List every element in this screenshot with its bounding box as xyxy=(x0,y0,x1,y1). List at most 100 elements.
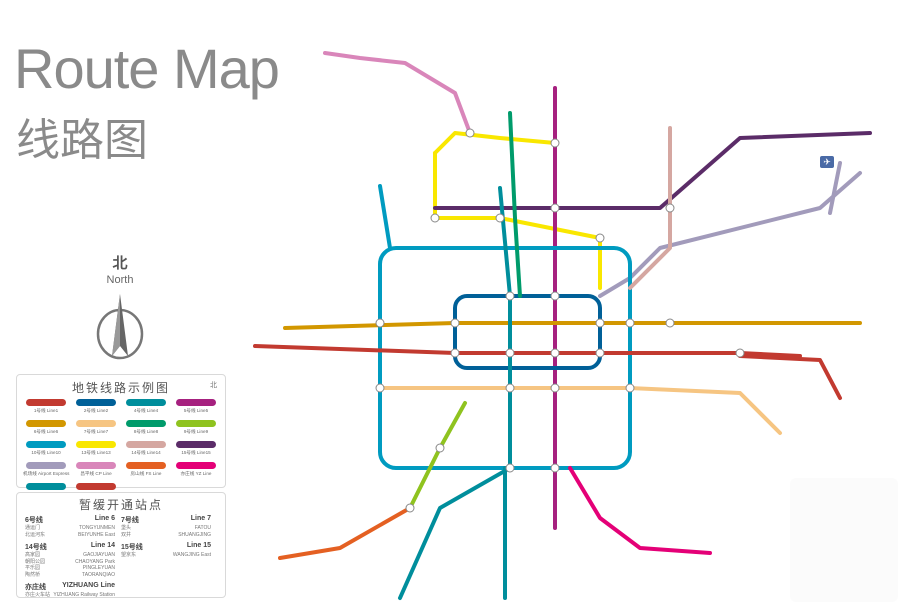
line-6-path xyxy=(283,321,862,330)
suspended-line-zh: 亦庄线 xyxy=(25,584,46,591)
legend-label: 房山线 FS Line xyxy=(130,471,162,476)
suspended-line-zh: 6号线 xyxy=(25,517,43,524)
north-indicator: 北 North xyxy=(92,252,148,362)
line-airport-path-b xyxy=(828,161,842,215)
suspended-stations-en: TONGYUNMEN BEIYUNHE East xyxy=(78,525,115,538)
station-transfer xyxy=(450,318,460,328)
legend-swatch xyxy=(76,483,116,490)
legend-swatch xyxy=(126,420,166,427)
north-label-zh: 北 xyxy=(112,255,128,272)
legend-label: 7号线 Line7 xyxy=(83,429,109,434)
station-transfer xyxy=(450,348,460,358)
airplane-icon: ✈ xyxy=(823,158,831,168)
legend-item: 14号线 Line14 xyxy=(123,441,169,456)
station-transfer xyxy=(550,348,560,358)
legend-label: 亦庄线 YZ Line xyxy=(180,471,212,476)
line-cp-path xyxy=(323,51,472,135)
line-9-path xyxy=(408,401,467,510)
page-title-zh: 线路图 xyxy=(16,115,148,166)
legend-label: 10号线 Line10 xyxy=(31,450,61,455)
compass-arrow-icon xyxy=(96,294,144,360)
suspended-line-en: Line 14 xyxy=(90,542,115,549)
legend-label: 机场线 Airport Express xyxy=(23,471,70,476)
blank-corner xyxy=(790,478,898,602)
legend-swatch xyxy=(126,441,166,448)
station-transfer xyxy=(505,463,515,473)
legend-label: 4号线 Line4 xyxy=(133,408,159,413)
legend-item: 10号线 Line10 xyxy=(23,441,69,456)
legend-label: 1号线 Line1 xyxy=(33,408,59,413)
line-2-loop xyxy=(453,294,602,370)
line-yz-path xyxy=(568,466,712,555)
suspended-stations-en: FATOU SHUANGJING xyxy=(178,525,211,538)
line-13-path-b xyxy=(433,131,557,155)
page-title-en: Route Map xyxy=(14,37,280,100)
suspended-line-en: YIZHUANG Line xyxy=(62,582,115,589)
suspended-line-zh: 15号线 xyxy=(121,544,143,551)
suspended-line-en: Line 7 xyxy=(190,515,211,522)
station-transfer xyxy=(375,318,385,328)
legend-swatch xyxy=(176,399,216,406)
suspended-stations-panel: 暂缓开通站点 6号线 Line 6 通运门 北运河东 TONGYUNMEN BEIYU… xyxy=(16,492,226,598)
suspended-line-en: Line 15 xyxy=(186,542,211,549)
station-transfer xyxy=(495,213,505,223)
line-7-path xyxy=(378,386,782,435)
station-transfer xyxy=(550,203,560,213)
legend-label: 8号线 Line8 xyxy=(133,429,159,434)
station-transfer xyxy=(435,443,445,453)
station-transfer xyxy=(595,348,605,358)
legend-item: 7号线 Line7 xyxy=(73,420,119,435)
north-label-en: North xyxy=(106,274,134,286)
suspended-stations-zh: 亦庄火车站 xyxy=(25,592,51,598)
station-transfer xyxy=(625,383,635,393)
line-1-path xyxy=(253,344,802,358)
suspended-stations-en: GAOJIAYUAN CHAOYANG Park PINGLEYUAN TAOR… xyxy=(75,552,115,578)
legend-item: 4号线 Line4 xyxy=(123,399,169,414)
legend-item: 亦庄线 YZ Line xyxy=(173,462,219,477)
legend-swatch xyxy=(26,462,66,469)
suspended-stations-zh: 望京东 xyxy=(121,552,137,558)
suspended-grid: 6号线 Line 6 通运门 北运河东 TONGYUNMEN BEIYUNHE Eas… xyxy=(25,515,219,599)
line-14-path xyxy=(628,126,672,290)
legend-swatch xyxy=(76,441,116,448)
legend-label: 9号线 Line9 xyxy=(183,429,209,434)
legend-swatch xyxy=(176,420,216,427)
legend-item: 2号线 Line2 xyxy=(73,399,119,414)
station-transfer xyxy=(595,233,605,243)
suspended-stations-zh: 通运门 北运河东 xyxy=(25,525,46,538)
legend-swatch xyxy=(26,420,66,427)
station-transfer xyxy=(665,203,675,213)
legend-item: 1号线 Line1 xyxy=(23,399,69,414)
station-transfer xyxy=(550,138,560,148)
legend-label: 15号线 Line15 xyxy=(181,450,211,455)
airport-marker: ✈ xyxy=(820,156,834,168)
legend-swatch xyxy=(26,399,66,406)
station-transfer xyxy=(550,383,560,393)
legend-item: 房山线 FS Line xyxy=(123,462,169,477)
station-transfer xyxy=(550,463,560,473)
suspended-line-en: Line 6 xyxy=(94,515,115,522)
legend-swatch xyxy=(176,441,216,448)
suspended-stations-zh: 高家园 朝阳公园 平乐园 陶然桥 xyxy=(25,552,46,578)
legend-swatch xyxy=(126,462,166,469)
legend-compass-icon: 北 xyxy=(210,382,217,389)
legend-label: 6号线 Line6 xyxy=(33,429,59,434)
suspended-stations: 高家园 朝阳公园 平乐园 陶然桥 GAOJIAYUAN CHAOYANG Park… xyxy=(25,552,121,578)
suspended-title: 暂缓开通站点 xyxy=(78,498,163,512)
subway-map: ✈ xyxy=(253,51,872,600)
legend-label: 14号线 Line14 xyxy=(131,450,161,455)
legend-swatch xyxy=(76,420,116,427)
legend-swatch xyxy=(26,483,66,490)
legend-item: 15号线 Line15 xyxy=(173,441,219,456)
legend-swatch xyxy=(176,462,216,469)
line-bt-path xyxy=(738,354,842,400)
line-8-path xyxy=(508,111,522,298)
